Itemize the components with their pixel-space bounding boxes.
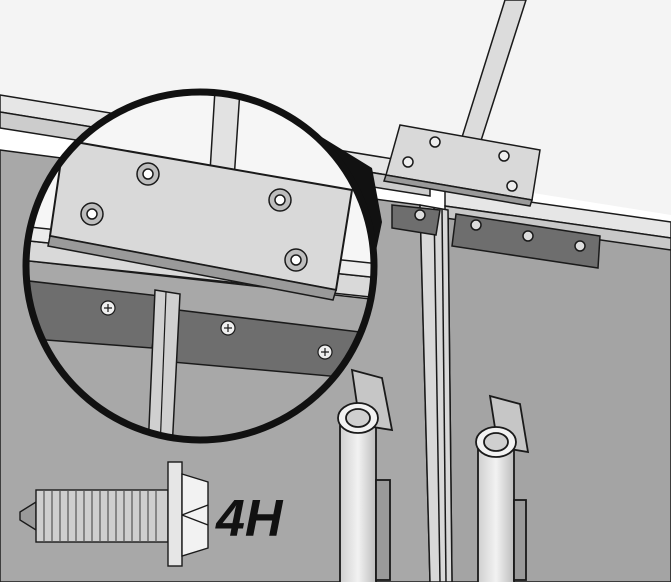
magnified-detail (26, 92, 374, 440)
main-connector-plate (383, 124, 541, 207)
magnifier-ring (22, 88, 378, 444)
right-handle (475, 394, 530, 582)
bolt-quantity-label: 4H (215, 490, 284, 548)
hex-flange-bolt-icon (19, 461, 209, 567)
left-handle (337, 368, 394, 582)
main-brackets (391, 204, 601, 269)
panel-seam (419, 204, 453, 582)
